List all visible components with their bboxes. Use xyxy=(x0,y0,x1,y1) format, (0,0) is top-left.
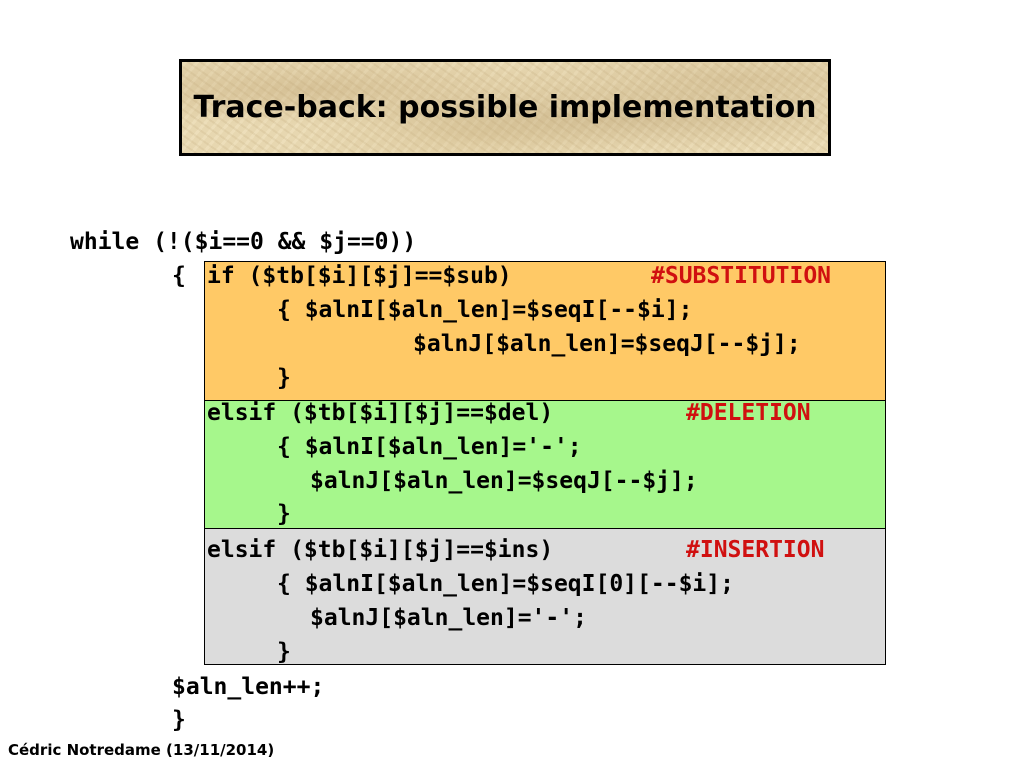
footer-author-date: Cédric Notredame (13/11/2014) xyxy=(8,741,275,759)
code-insertion-elsif: elsif ($tb[$i][$j]==$ins) xyxy=(207,537,554,563)
code-substitution-body-1: { $alnI[$aln_len]=$seqI[--$i]; xyxy=(277,297,693,323)
code-insertion-body-2: $alnJ[$aln_len]='-'; xyxy=(310,605,587,631)
code-close-brace: } xyxy=(172,707,186,733)
code-substitution-close: } xyxy=(277,365,291,391)
code-open-brace: { xyxy=(172,263,186,289)
comment-substitution: #SUBSTITUTION xyxy=(651,263,832,289)
code-while-line: while (!($i==0 && $j==0)) xyxy=(70,229,417,255)
code-deletion-close: } xyxy=(277,501,291,527)
deletion-block xyxy=(204,400,886,529)
comment-insertion: #INSERTION xyxy=(686,537,825,563)
code-insertion-body-1: { $alnI[$aln_len]=$seqI[0][--$i]; xyxy=(277,571,734,597)
code-insertion-close: } xyxy=(277,639,291,665)
code-deletion-body-1: { $alnI[$aln_len]='-'; xyxy=(277,434,582,460)
insertion-block xyxy=(204,528,886,665)
comment-deletion: #DELETION xyxy=(686,400,811,426)
code-substitution-body-2: $alnJ[$aln_len]=$seqJ[--$j]; xyxy=(413,331,801,357)
code-deletion-elsif: elsif ($tb[$i][$j]==$del) xyxy=(207,400,554,426)
code-deletion-body-2: $alnJ[$aln_len]=$seqJ[--$j]; xyxy=(310,468,698,494)
substitution-block xyxy=(204,261,886,401)
slide-title: Trace-back: possible implementation xyxy=(193,90,817,125)
title-box: Trace-back: possible implementation xyxy=(179,59,831,156)
code-substitution-if: if ($tb[$i][$j]==$sub) xyxy=(207,263,512,289)
code-increment-line: $aln_len++; xyxy=(172,674,325,700)
